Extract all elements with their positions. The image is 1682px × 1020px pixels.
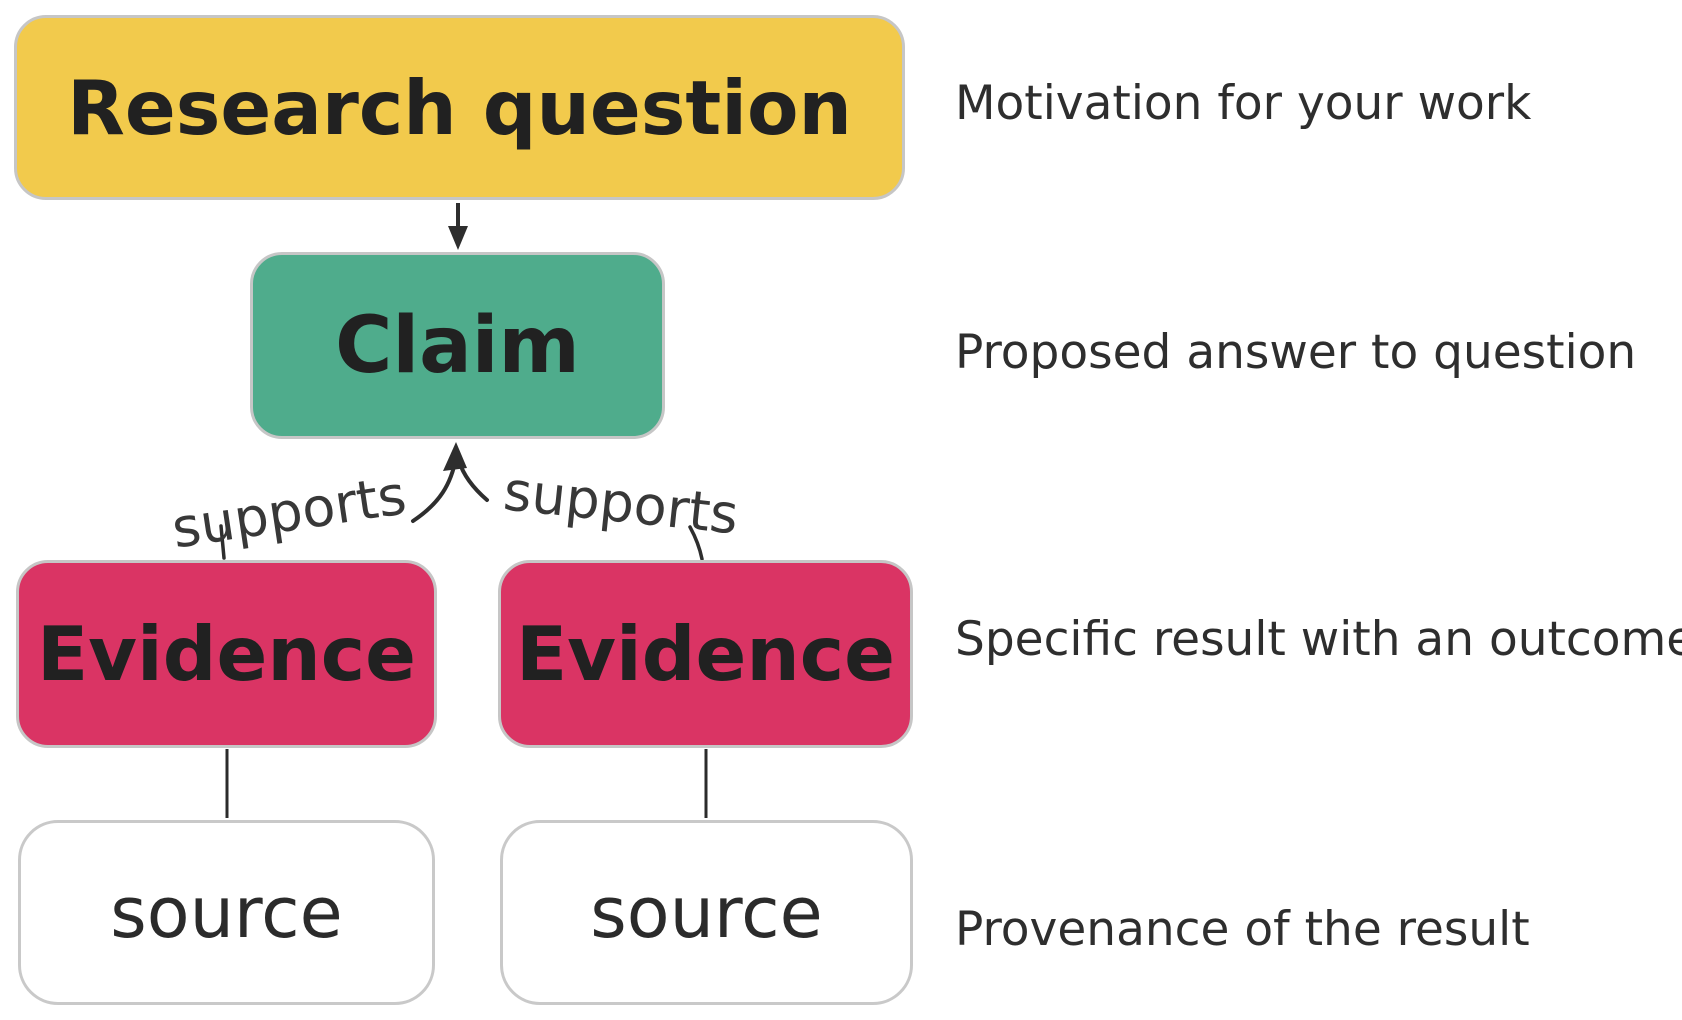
arrow-down-icon xyxy=(448,203,468,250)
node-source-right: source xyxy=(500,820,913,1005)
annotation-specific: Specific result with an outcome xyxy=(955,612,1682,667)
annotation-provenance: Provenance of the result xyxy=(955,902,1530,957)
node-evidence-left: Evidence xyxy=(16,560,437,748)
annotation-proposed: Proposed answer to question xyxy=(955,325,1637,380)
node-source-right-label: source xyxy=(590,871,823,954)
node-source-left-label: source xyxy=(110,871,343,954)
supports-left-tail xyxy=(219,524,226,560)
supports-right-tail xyxy=(688,525,704,561)
node-research-question: Research question xyxy=(14,15,905,200)
node-source-left: source xyxy=(18,820,435,1005)
node-claim: Claim xyxy=(250,252,665,439)
node-research-question-label: Research question xyxy=(67,63,852,152)
supports-arrow-icon xyxy=(411,442,489,523)
node-evidence-left-label: Evidence xyxy=(36,610,417,698)
node-evidence-right: Evidence xyxy=(498,560,913,748)
annotation-motivation: Motivation for your work xyxy=(955,76,1532,131)
node-evidence-right-label: Evidence xyxy=(515,610,896,698)
node-claim-label: Claim xyxy=(335,300,580,391)
